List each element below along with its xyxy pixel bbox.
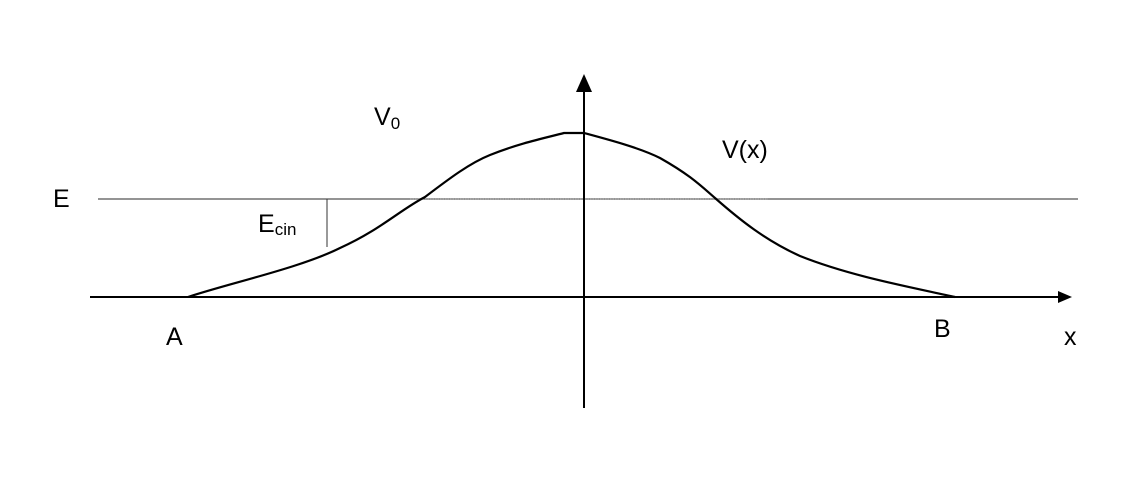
point-b-label: B [934, 315, 951, 343]
vertical-axis-arrowhead-icon [576, 74, 592, 92]
x-axis-label: x [1064, 323, 1077, 351]
potential-label: V(x) [722, 136, 768, 164]
potential-curve [187, 131, 956, 299]
barrier-height-label: V0 [374, 103, 400, 133]
x-axis-arrowhead-icon [1058, 291, 1072, 303]
energy-label: E [53, 185, 70, 213]
barrier-height-label-main: V [374, 103, 391, 131]
kinetic-energy-label-subscript: cin [275, 220, 297, 239]
kinetic-energy-label: Ecin [258, 210, 296, 239]
kinetic-energy-label-main: E [258, 210, 275, 238]
barrier-height-label-subscript: 0 [391, 114, 400, 133]
point-a-label: A [166, 323, 183, 351]
